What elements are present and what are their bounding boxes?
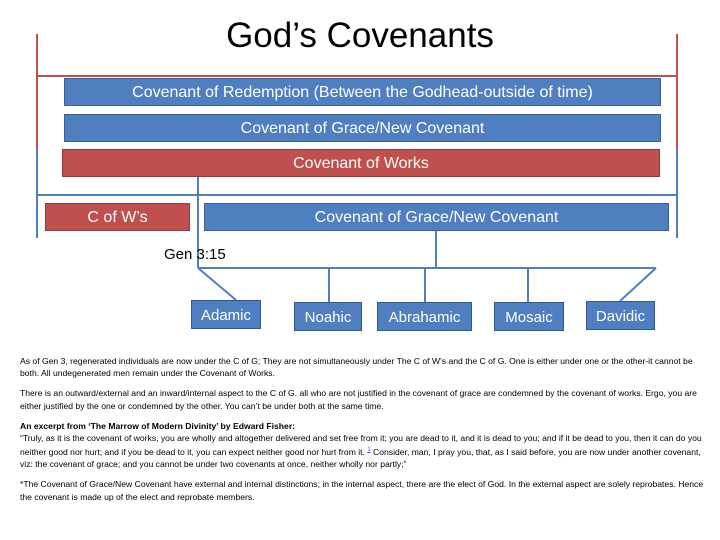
covenant-of-works-bar: Covenant of Works <box>62 149 660 177</box>
excerpt-text-a: “Truly, as it is the covenant of works, … <box>20 433 702 458</box>
covenant-of-grace-lower-bar: Covenant of Grace/New Covenant <box>204 203 669 231</box>
note-paragraph-2: There is an outward/external and an inwa… <box>20 388 697 411</box>
excerpt-text-b: Consider, man, I pray you, that, as I sa… <box>20 447 701 470</box>
dispensation-mosaic: Mosaic <box>494 302 564 331</box>
gen-3-15-label: Gen 3:15 <box>164 246 226 263</box>
dispensation-adamic: Adamic <box>191 300 261 329</box>
notes-section: As of Gen 3, regenerated individuals are… <box>20 355 704 511</box>
note-paragraph-1: As of Gen 3, regenerated individuals are… <box>20 356 693 379</box>
covenant-of-grace-top-bar: Covenant of Grace/New Covenant <box>64 114 661 142</box>
branch-adamic <box>197 267 237 301</box>
dispensation-noahic: Noahic <box>294 302 362 331</box>
dispensation-davidic: Davidic <box>586 301 655 330</box>
excerpt-heading: An excerpt from ‘The Marrow of Modern Di… <box>20 420 296 431</box>
dispensation-abrahamic: Abrahamic <box>377 302 472 331</box>
note-excerpt: An excerpt from ‘The Marrow of Modern Di… <box>20 420 704 471</box>
covenant-of-redemption-bar: Covenant of Redemption (Between the Godh… <box>64 78 661 106</box>
note-paragraph-4: *The Covenant of Grace/New Covenant have… <box>20 479 704 502</box>
branch-davidic <box>619 267 657 302</box>
footnote-link[interactable]: 1 <box>367 447 371 454</box>
covenant-of-works-short-bar: C of W’s <box>45 203 190 231</box>
page-title: God’s Covenants <box>226 16 494 55</box>
